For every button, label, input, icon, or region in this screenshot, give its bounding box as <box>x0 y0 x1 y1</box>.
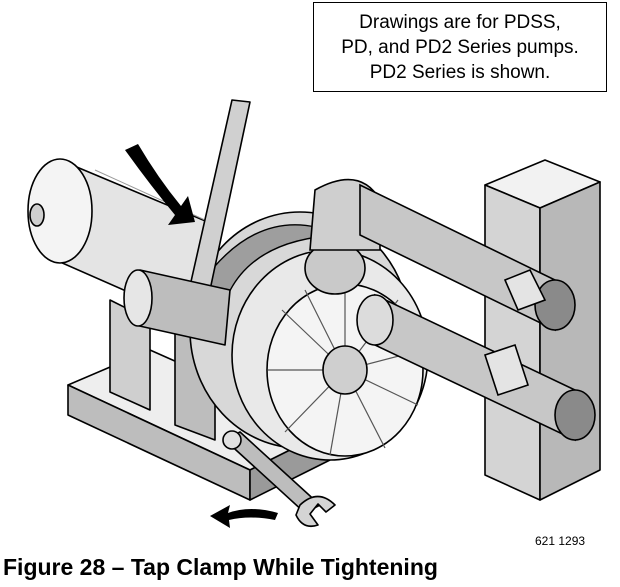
lower-pipe <box>356 293 596 442</box>
drawing-number: 621 1293 <box>535 534 586 548</box>
support-post <box>484 159 601 501</box>
wrench-icon <box>222 430 336 528</box>
mallet-icon <box>123 99 251 346</box>
note-line-2: PD, and PD2 Series pumps. <box>341 36 579 58</box>
motor-feet <box>109 299 216 441</box>
upper-pipe <box>304 178 576 332</box>
rotation-arrow-icon <box>125 144 278 528</box>
note-line-1: Drawings are for PDSS, <box>359 11 561 33</box>
note-box: Drawings are for PDSS, PD, and PD2 Serie… <box>313 2 607 92</box>
figure-caption: Figure 28 – Tap Clamp While Tightening <box>3 554 438 580</box>
note-line-3: PD2 Series is shown. <box>369 61 551 83</box>
